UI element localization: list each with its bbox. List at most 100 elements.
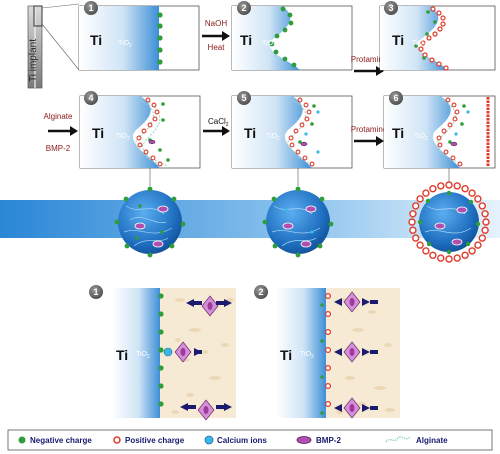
positive-charge-dot: [478, 202, 486, 210]
legend-positive-label: Positive charge: [125, 436, 185, 445]
positive-charge-dot: [416, 241, 424, 249]
step-3-ti: Ti: [392, 32, 404, 48]
sphere-step-5: [262, 186, 334, 258]
positive-charge-dot: [461, 251, 469, 260]
step-6-badge: [389, 91, 403, 105]
bottom-panel-1: [112, 288, 236, 421]
positive-charge-dot: [468, 247, 476, 255]
bottom-2-badge: [254, 285, 268, 299]
step-5-oxide: TiO2: [266, 133, 280, 142]
step-6-panel: [383, 95, 496, 169]
sphere-connectors: [149, 168, 450, 186]
bmp2-step-label: BMP-2: [46, 144, 71, 153]
positive-charge-dot: [474, 241, 482, 249]
sphere-step-6: [408, 181, 490, 263]
bottom-2-oxide: TiO2: [300, 351, 314, 360]
legend-alginate-label: Alginate: [416, 436, 448, 445]
bottom-1-badge: [89, 285, 103, 299]
positive-charge-dot: [422, 189, 430, 197]
ti-implant-rod: [27, 3, 80, 89]
positive-charge-dot: [453, 254, 461, 262]
positive-charge-dot: [409, 226, 417, 234]
step-5-ti: Ti: [244, 125, 256, 141]
cacl2-label: CaCl2: [208, 117, 229, 128]
positive-charge-dot: [416, 195, 424, 203]
bottom-2-number: 2: [258, 287, 263, 297]
step-1-badge: [84, 1, 98, 15]
step-4-number: 4: [88, 93, 93, 103]
protamine-label-1: Protamine: [351, 55, 388, 64]
alginate-step-label: Alginate: [44, 112, 73, 121]
step-2-ti: Ti: [240, 32, 252, 48]
positive-charge-dot: [481, 210, 489, 218]
arrow-step5-to-step6: [354, 136, 384, 146]
step-6-number: 6: [393, 93, 398, 103]
red-dot-icon: [113, 436, 121, 444]
bmp2-molecules: [174, 295, 219, 421]
positive-charge-dot: [481, 226, 489, 234]
implant-label: Ti implant: [28, 39, 39, 82]
step-1-ti: Ti: [90, 32, 102, 48]
heat-label: Heat: [208, 43, 226, 52]
step-3-oxide: TiO2: [412, 40, 426, 49]
bottom-1-ti: Ti: [116, 347, 128, 363]
step-2-panel: [231, 5, 353, 71]
arrow-into-step4: [48, 126, 78, 136]
step-4-oxide: TiO2: [116, 133, 130, 142]
bottom-2-ti: Ti: [280, 347, 292, 363]
bottom-1-number: 1: [93, 287, 98, 297]
bmp2-icon: [296, 436, 312, 444]
step-3-badge: [384, 1, 398, 15]
step-2-oxide: TiO2: [262, 40, 276, 49]
positive-charge-dot: [482, 218, 490, 226]
positive-charge-dot: [445, 255, 453, 263]
legend-negative-label: Negative charge: [30, 436, 92, 445]
step-1-panel: [78, 5, 200, 71]
calcium-ion-icon: [204, 435, 214, 445]
step-3-panel: [379, 5, 496, 71]
positive-charge-dot: [461, 184, 469, 193]
step-1-oxide: TiO2: [118, 40, 132, 49]
bottom-1-oxide: TiO2: [136, 351, 150, 360]
positive-charge-dot: [408, 218, 416, 226]
step-2-number: 2: [241, 3, 246, 13]
alginate-icon: [385, 436, 411, 443]
step-4-badge: [84, 91, 98, 105]
legend-bmp2-label: BMP-2: [316, 436, 341, 445]
step-6-oxide: TiO2: [414, 133, 428, 142]
sphere-step-4: [114, 186, 186, 258]
positive-charge-dot: [468, 189, 476, 197]
bmp2-molecules: [343, 291, 361, 419]
positive-charge-dot: [429, 184, 437, 193]
step-5-badge: [237, 91, 251, 105]
arrow-step2-to-step3: [354, 66, 384, 76]
negative-charges: [269, 6, 297, 68]
positive-charge-dot: [409, 210, 417, 218]
positive-charge-dot: [453, 182, 461, 190]
positive-charge-dot: [412, 234, 420, 242]
protamine-label-2: Protamine: [351, 125, 388, 134]
bottom-panel-2: [276, 288, 400, 419]
positive-charge-dot: [422, 247, 430, 255]
positive-charge-dot: [445, 181, 453, 189]
step-2-badge: [237, 1, 251, 15]
positive-charge-dot: [474, 195, 482, 203]
naoh-label: NaOH: [205, 19, 227, 28]
positive-charge-dot: [412, 202, 420, 210]
arrow-step4-to-step5: [203, 126, 230, 136]
step-5-number: 5: [241, 93, 246, 103]
legend-calcium-label: Calcium ions: [217, 436, 267, 445]
legend: Negative charge Positive charge Calcium …: [7, 429, 493, 451]
green-dot-icon: [18, 436, 26, 444]
positive-charge-dot: [437, 254, 445, 262]
step-3-number: 3: [388, 3, 393, 13]
step-4-ti: Ti: [92, 125, 104, 141]
arrow-step1-to-step2: [202, 31, 230, 41]
step-6-ti: Ti: [392, 125, 404, 141]
positive-charge-dot: [437, 182, 445, 190]
step-1-number: 1: [88, 3, 93, 13]
positive-charge-dot: [478, 234, 486, 242]
positive-charge-dot: [429, 251, 437, 260]
positive-charges: [418, 6, 449, 71]
